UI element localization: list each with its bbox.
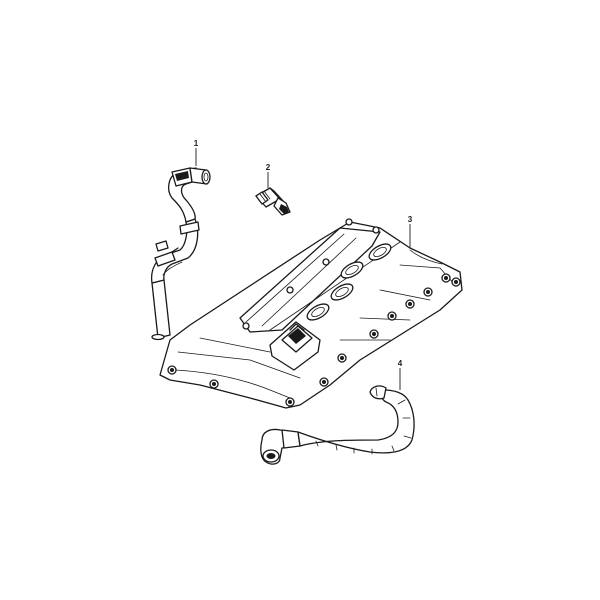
- perimeter-bolts: [167, 273, 461, 407]
- callout-label-1: 1: [194, 139, 199, 148]
- callout-2: 2: [266, 163, 271, 188]
- part-4-hose: [260, 385, 415, 465]
- callout-1: 1: [194, 139, 199, 166]
- part-1-hose: [150, 167, 211, 341]
- part-3-valve-cover: [159, 218, 463, 409]
- callout-3: 3: [408, 215, 413, 248]
- callout-label-4: 4: [398, 359, 403, 368]
- callout-label-3: 3: [408, 215, 413, 224]
- callout-4: 4: [398, 359, 403, 390]
- callout-label-2: 2: [266, 163, 271, 172]
- part-2-sensor: [255, 187, 291, 216]
